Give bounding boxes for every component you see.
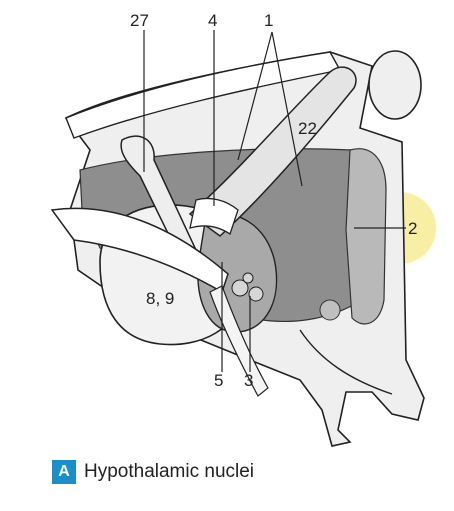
label-27: 27 — [130, 11, 149, 30]
caption-badge: A — [52, 460, 76, 484]
anterior-commissure — [368, 50, 422, 120]
nucleus-2 — [345, 148, 387, 325]
optic-chiasm — [50, 207, 229, 294]
small-nucleus — [319, 299, 341, 321]
label-8-9: 8, 9 — [146, 289, 174, 308]
label-3: 3 — [244, 371, 253, 390]
infundibulum — [209, 285, 269, 397]
ventricle-floor — [299, 329, 393, 395]
fornix-tract — [188, 66, 357, 237]
label-5: 5 — [214, 371, 223, 390]
nucleus-3-a — [231, 279, 249, 297]
label-22: 22 — [298, 119, 317, 138]
label-1: 1 — [264, 11, 273, 30]
figure-caption: A Hypothalamic nuclei — [52, 458, 254, 486]
label-4: 4 — [208, 11, 217, 30]
nucleus-3-b — [248, 286, 264, 302]
band-4 — [189, 197, 239, 236]
leader-1a — [237, 31, 273, 161]
caption-title: Hypothalamic nuclei — [84, 461, 255, 482]
nucleus-3-c — [242, 272, 254, 284]
leader-1b — [271, 31, 303, 187]
label-2: 2 — [408, 219, 417, 238]
